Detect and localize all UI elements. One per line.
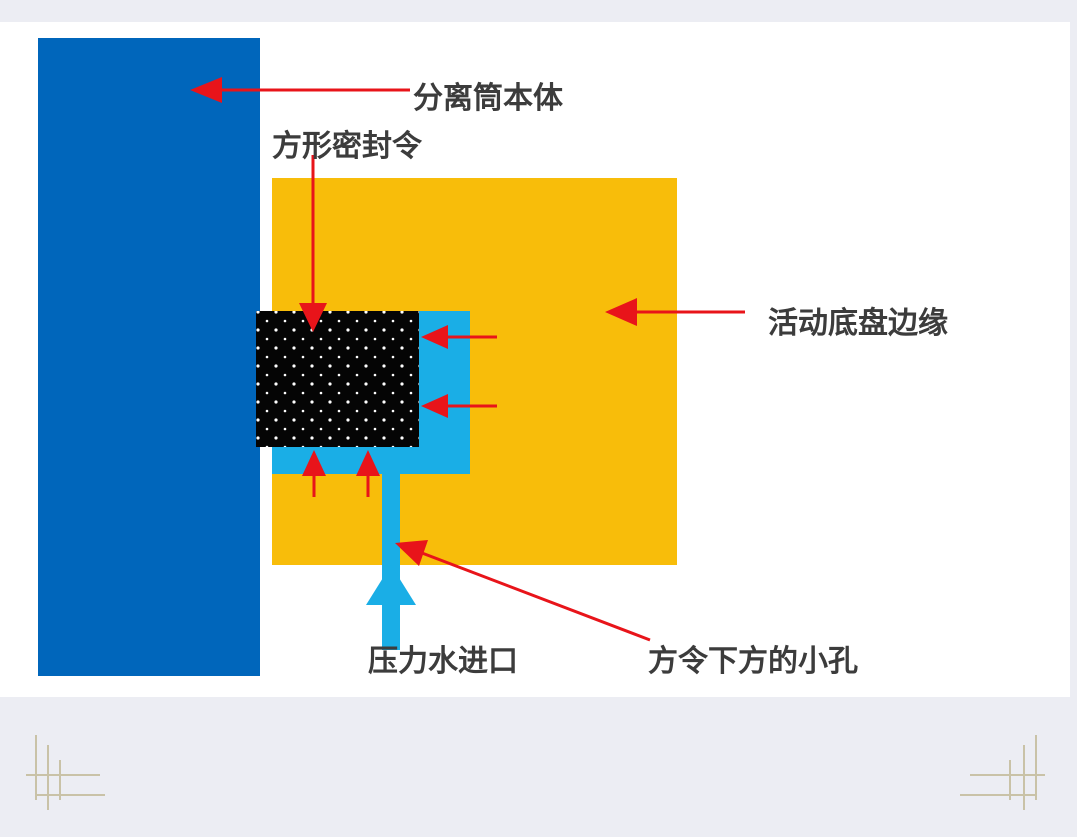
- label-separator-body: 分离筒本体: [413, 81, 564, 116]
- label-small-hole: 方令下方的小孔: [648, 644, 858, 679]
- corner-ornament-right: [960, 735, 1045, 810]
- label-square-seal: 方形密封令: [272, 129, 423, 164]
- water-inlet-arrow: [366, 565, 416, 605]
- square-seal-dots: [256, 311, 419, 447]
- corner-ornament-left: [26, 735, 105, 810]
- arrows: [190, 77, 745, 642]
- label-water-inlet: 压力水进口: [368, 644, 518, 679]
- label-disc-edge: 活动底盘边缘: [768, 306, 948, 341]
- separator-body-block: [38, 38, 260, 676]
- water-inlet-pipe: [382, 470, 400, 650]
